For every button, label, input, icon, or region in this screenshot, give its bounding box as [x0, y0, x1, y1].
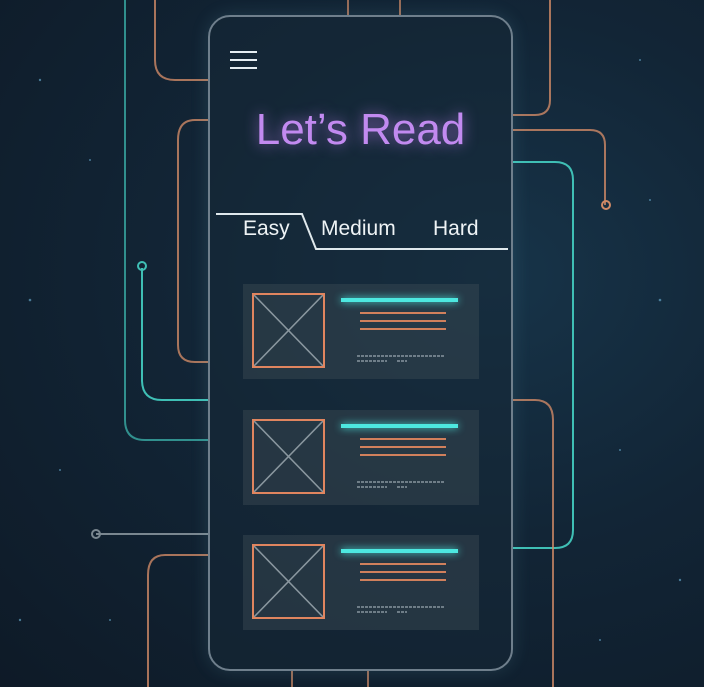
image-placeholder-icon: [252, 544, 325, 619]
story-card[interactable]: [243, 410, 479, 505]
story-card[interactable]: [243, 535, 479, 630]
tab-outline: [216, 213, 508, 250]
tab-hard[interactable]: Hard: [433, 217, 479, 240]
text-line: [360, 454, 446, 456]
card-title-bar: [341, 298, 458, 302]
text-line: [360, 571, 446, 573]
phone-frame: Let’s Read Easy Medium Hard: [208, 15, 513, 671]
page-title: Let’s Read: [255, 105, 466, 154]
hamburger-menu-icon[interactable]: [230, 51, 257, 71]
card-caption: [357, 481, 445, 488]
text-line: [360, 312, 446, 314]
tab-easy[interactable]: Easy: [243, 217, 290, 240]
story-card[interactable]: [243, 284, 479, 379]
card-caption: [357, 355, 445, 362]
image-placeholder-icon: [252, 419, 325, 494]
text-line: [360, 563, 446, 565]
difficulty-tabs: Easy Medium Hard: [216, 212, 508, 252]
card-caption: [357, 606, 445, 613]
card-title-bar: [341, 549, 458, 553]
image-placeholder-icon: [252, 293, 325, 368]
text-line: [360, 320, 446, 322]
card-title-bar: [341, 424, 458, 428]
text-line: [360, 328, 446, 330]
tab-medium[interactable]: Medium: [321, 217, 396, 240]
text-line: [360, 438, 446, 440]
text-line: [360, 446, 446, 448]
text-line: [360, 579, 446, 581]
